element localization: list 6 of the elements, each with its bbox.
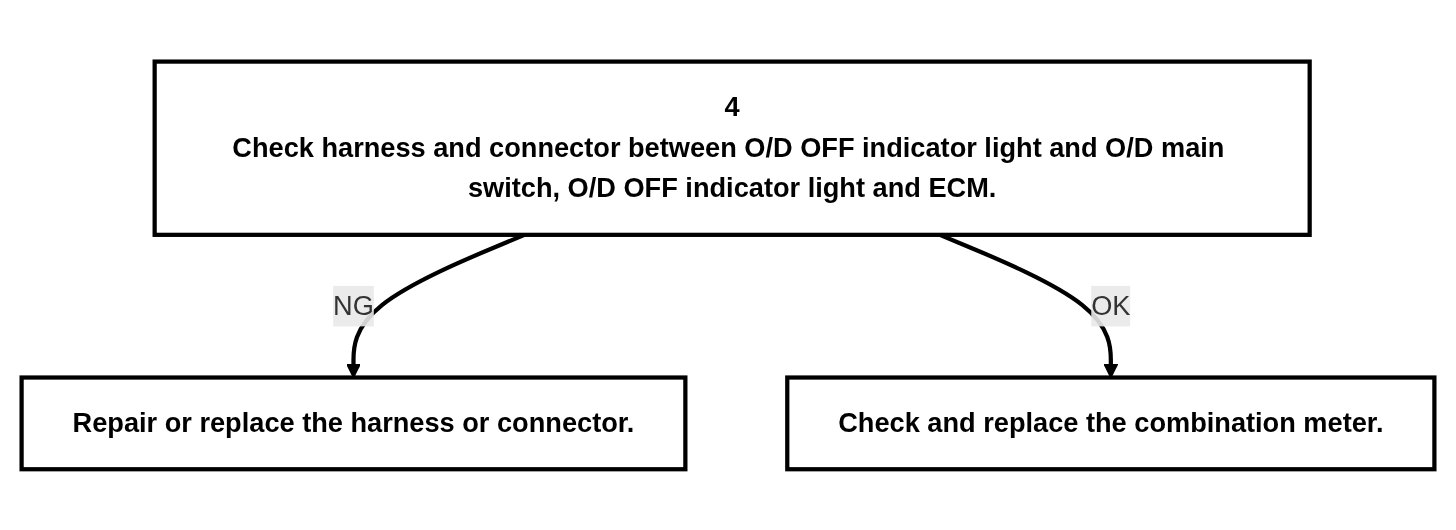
flowchart-drawing: NG OK 4 Check harness and connector between O/D OFF indicator light and O/D main switch, O/D OFF indicator light and ECM. Repair or replace the harness or connector. Check and replace the combination meter. bbox=[8, 47, 1448, 483]
node-box bbox=[19, 374, 688, 471]
edge-label: OK bbox=[1091, 290, 1131, 320]
node-box bbox=[785, 374, 1437, 471]
node-box bbox=[152, 59, 1312, 237]
edge-label: NG bbox=[333, 290, 374, 320]
